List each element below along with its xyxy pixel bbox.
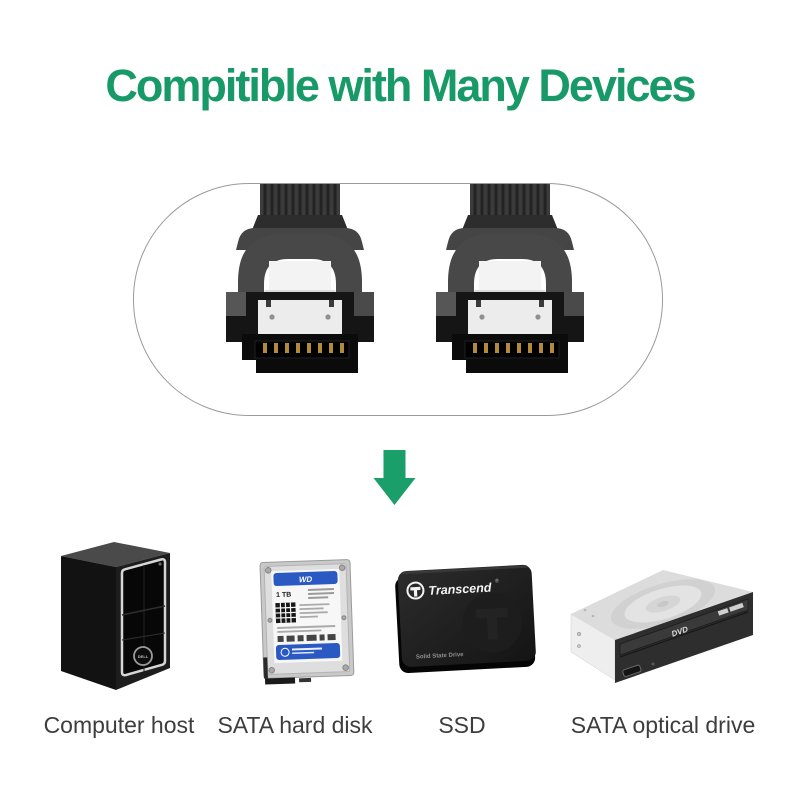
sata-optical-drive-image: DVD — [570, 570, 753, 683]
transcend-watermark — [462, 592, 523, 653]
label-sata-optical-drive: SATA optical drive — [570, 712, 756, 738]
disc-tray — [619, 598, 749, 656]
transcend-logo-text: Transcend — [428, 581, 492, 598]
dell-badge — [133, 646, 153, 666]
spindle-rings — [611, 579, 715, 629]
wd-banner — [273, 571, 338, 587]
computer-host-image: DELL — [61, 542, 170, 690]
sata-connector-left — [225, 184, 375, 379]
sata-hard-disk-image: WD 1 TB — [259, 559, 355, 685]
hdd-capacity-text: 1 TB — [276, 592, 291, 600]
hdd-barcode — [277, 634, 336, 643]
label-ssd: SSD — [438, 712, 486, 738]
qr-code — [275, 602, 297, 624]
wd-blue-band — [275, 642, 341, 660]
down-arrow-icon — [373, 450, 416, 505]
hdd-sata-port — [264, 677, 296, 685]
power-led — [158, 562, 162, 566]
label-sata-hard-disk: SATA hard disk — [217, 712, 373, 738]
eject-button — [622, 664, 642, 678]
label-computer-host: Computer host — [43, 712, 195, 738]
bezel-markings — [717, 602, 744, 616]
sata-connector-right — [435, 184, 585, 379]
cable-photo-frame — [133, 183, 663, 416]
page-title: Compitible with Many Devices — [105, 60, 696, 111]
drive-led — [651, 662, 655, 666]
wd-logo-text: WD — [299, 575, 313, 584]
transcend-logo: Transcend ® — [406, 577, 499, 600]
ssd-subtext: Solid State Drive — [416, 652, 465, 661]
ssd-image: Transcend ® Solid State Drive — [395, 564, 536, 674]
dell-badge-text: DELL — [138, 654, 149, 659]
registered-mark: ® — [495, 577, 499, 584]
